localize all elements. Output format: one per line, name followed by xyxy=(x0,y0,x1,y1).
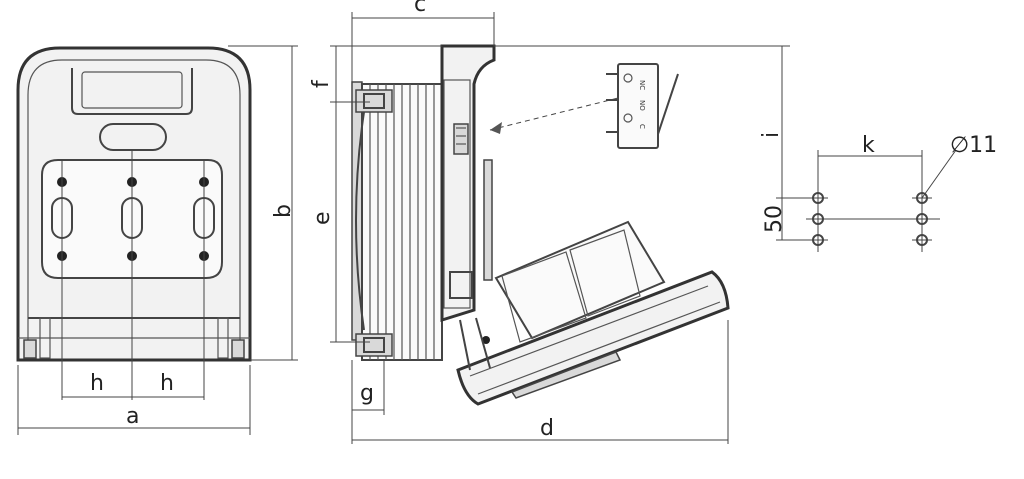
switch-label-nc: NC xyxy=(638,80,646,90)
dim-e: e xyxy=(310,211,335,225)
dim-c: c xyxy=(414,0,426,17)
dim-a: a xyxy=(126,404,139,429)
front-view xyxy=(16,46,252,400)
side-dimensions: c f e g d xyxy=(309,0,790,444)
dim-g: g xyxy=(360,381,374,406)
dim-h-right: h xyxy=(160,371,174,396)
fuse-cartridge xyxy=(494,220,666,340)
dim-k: k xyxy=(862,133,875,158)
dim-hole-diameter: ∅11 xyxy=(950,133,997,158)
dim-spacing-50: 50 xyxy=(762,205,787,233)
microswitch-detail: NC NO C xyxy=(489,63,679,149)
top-handle xyxy=(71,68,193,115)
switch-label-c: C xyxy=(638,124,646,129)
hole-pattern: i 50 k ∅11 xyxy=(759,46,997,252)
cooling-fins xyxy=(361,83,443,361)
side-view xyxy=(351,44,730,406)
dim-h-left: h xyxy=(90,371,104,396)
front-dimensions: h h a b xyxy=(17,45,298,435)
dim-f: f xyxy=(309,79,334,88)
oval-window xyxy=(99,123,167,151)
dim-i: i xyxy=(759,132,784,138)
microswitch-body xyxy=(617,63,659,149)
dim-b: b xyxy=(271,204,296,218)
open-handle xyxy=(456,270,730,406)
switch-label-no: NO xyxy=(638,100,646,111)
dim-d: d xyxy=(540,416,554,441)
holes xyxy=(808,192,932,246)
side-body xyxy=(440,44,496,323)
